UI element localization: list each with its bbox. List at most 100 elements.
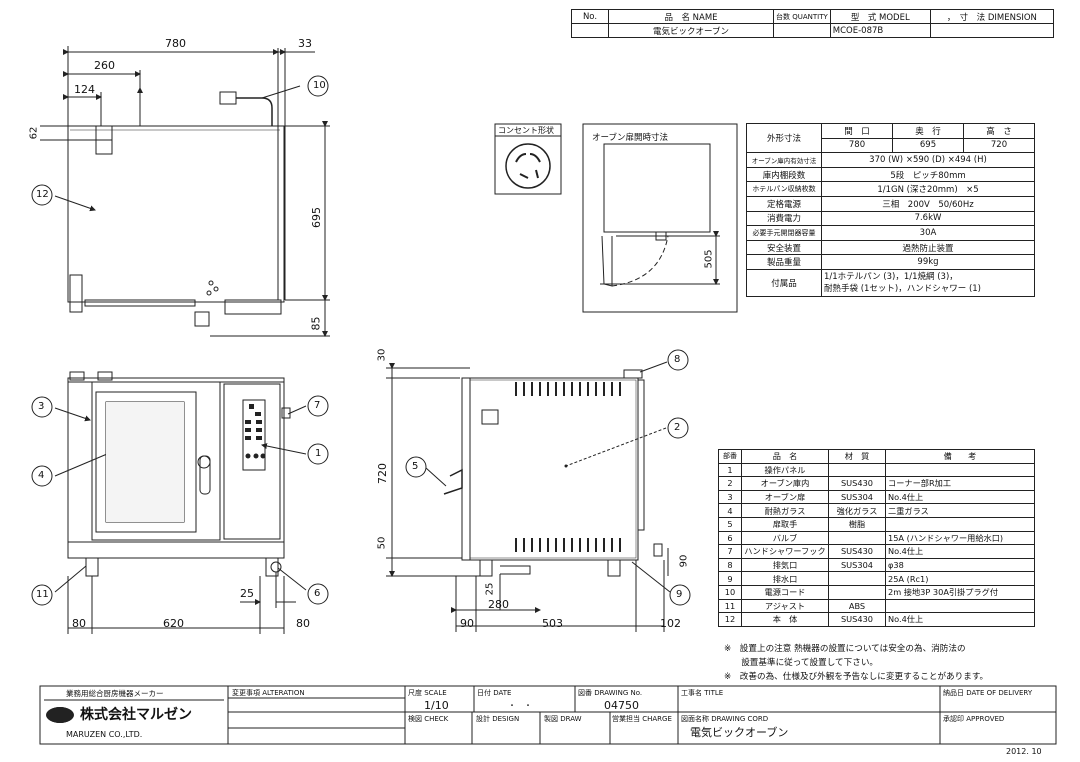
spec-label: 安全装置 (746, 239, 822, 256)
spec-outer-label: 外形寸法 (746, 122, 822, 154)
scale-value: 1/10 (424, 699, 449, 712)
spec-label: 定格電源 (746, 195, 822, 212)
parts-cell-name: ハンドシャワーフック (741, 544, 829, 559)
parts-cell-material: SUS304 (828, 557, 886, 573)
parts-cell-name: 排水口 (741, 571, 829, 586)
parts-cell-material (828, 462, 886, 478)
spec-label: 製品重量 (746, 254, 822, 270)
balloon-4: 4 (38, 470, 45, 481)
dim-33: 33 (298, 37, 312, 50)
balloon-11: 11 (36, 589, 49, 600)
parts-cell-remarks: 2m 接地3P 30A引掛プラグ付 (885, 584, 1035, 600)
dim-280: 280 (488, 598, 509, 611)
parts-cell-name: オーブン扉 (741, 489, 829, 505)
parts-header-no: 部番 (718, 449, 742, 464)
parts-cell-material: SUS430 (828, 476, 886, 491)
product-name: 電気ビックオーブン (608, 23, 774, 38)
parts-cell-no: 4 (718, 503, 742, 518)
check-label: 検図 CHECK (408, 715, 449, 723)
balloon-7: 7 (314, 400, 321, 411)
parts-cell-no: 9 (718, 571, 742, 586)
parts-cell-remarks: 二重ガラス (885, 503, 1035, 518)
header-table: No. 品 名 NAME 台数 QUANTITY 型 式 MODEL ， 寸 法… (571, 9, 1055, 38)
spec-val-d: 695 (892, 137, 964, 154)
parts-cell-material: SUS430 (828, 612, 886, 627)
parts-cell-remarks: No.4仕上 (885, 612, 1035, 627)
balloon-6: 6 (314, 588, 321, 599)
spec-val-h: 720 (963, 137, 1035, 154)
parts-cell-no: 10 (718, 584, 742, 600)
dim-80-left: 80 (72, 617, 86, 630)
parts-cell-remarks (885, 598, 1035, 614)
parts-cell-remarks: 25A (Rc1) (885, 571, 1035, 586)
dim-25-front: 25 (240, 587, 254, 600)
spec-accessory-line2: 耐熱手袋 (1セット)，ハンドシャワー (1) (824, 283, 981, 294)
spec-value: 30A (821, 225, 1035, 241)
dim-50: 50 (376, 536, 388, 550)
balloon-10: 10 (313, 80, 326, 91)
parts-cell-no: 7 (718, 544, 742, 559)
parts-cell-remarks (885, 462, 1035, 478)
parts-cell-remarks: φ38 (885, 557, 1035, 573)
parts-cell-material: SUS430 (828, 544, 886, 559)
parts-header-material: 材 質 (828, 449, 886, 464)
parts-cell-material: SUS304 (828, 489, 886, 505)
spec-value: 三相 200V 50/60Hz (821, 195, 1035, 212)
spec-col-d: 奥 行 (892, 123, 964, 139)
dim-102: 102 (660, 617, 681, 630)
drawn-label: 製図 DRAW (544, 715, 582, 723)
dim-780-top: 780 (165, 37, 186, 50)
balloon-9: 9 (676, 589, 683, 600)
title-block-frame (39, 685, 1057, 745)
charge-label: 営業担当 CHARGE (612, 715, 672, 723)
balloon-2: 2 (674, 422, 681, 433)
spec-accessory-label: 付属品 (746, 268, 822, 297)
dim-620: 620 (163, 617, 184, 630)
note-line: ※ 設置上の注意 熱機器の設置については安全の為、消防法の (724, 644, 966, 654)
dim-90-drain: 90 (678, 554, 690, 568)
note-line: 設置基準に従って設置して下さい。 (724, 658, 879, 668)
scale-label: 尺度 SCALE (408, 689, 447, 697)
approved-label: 承認印 APPROVED (943, 715, 1005, 723)
spec-label: オーブン庫内有効寸法 (746, 152, 822, 168)
company-name-en: MARUZEN CO.,LTD. (66, 730, 143, 739)
drawing-name: 電気ビックオーブン (690, 726, 789, 739)
door-open-title: オーブン扉開時寸法 (592, 133, 668, 143)
balloon-8: 8 (674, 354, 681, 365)
dim-124: 124 (74, 83, 95, 96)
parts-cell-material: ABS (828, 598, 886, 614)
parts-cell-name: 操作パネル (741, 462, 829, 478)
note-line: ※ 改善の為、仕様及び外観を予告なしに変更することがあります。 (724, 672, 989, 682)
plug-shape-frame (494, 123, 562, 195)
spec-value: 過熱防止装置 (821, 239, 1035, 256)
parts-cell-no: 11 (718, 598, 742, 614)
drawing-cord-label: 図面名称 DRAWING CORD (681, 715, 769, 723)
parts-cell-material: 強化ガラス (828, 503, 886, 518)
delivery-label: 納品日 DATE OF DELIVERY (943, 689, 1033, 697)
parts-cell-no: 2 (718, 476, 742, 491)
parts-cell-name: 耐熱ガラス (741, 503, 829, 518)
spec-accessory-line1: 1/1ホテルパン (3)，1/1焼網 (3)， (824, 271, 958, 282)
side-view-body (461, 377, 639, 561)
alteration-label: 変更事項 ALTERATION (232, 689, 305, 697)
balloon-1: 1 (315, 448, 322, 459)
spec-value: 370 (W) ×590 (D) ×494 (H) (821, 152, 1035, 168)
dim-62: 62 (28, 126, 40, 140)
dim-25-side: 25 (484, 582, 496, 596)
date-label: 日付 DATE (477, 689, 512, 697)
date-value: ・ ・ (508, 701, 532, 710)
parts-cell-no: 8 (718, 557, 742, 573)
balloon-5: 5 (412, 461, 419, 472)
top-view-body (67, 125, 285, 303)
balloons (31, 75, 691, 606)
parts-cell-material (828, 571, 886, 586)
parts-cell-material (828, 530, 886, 546)
